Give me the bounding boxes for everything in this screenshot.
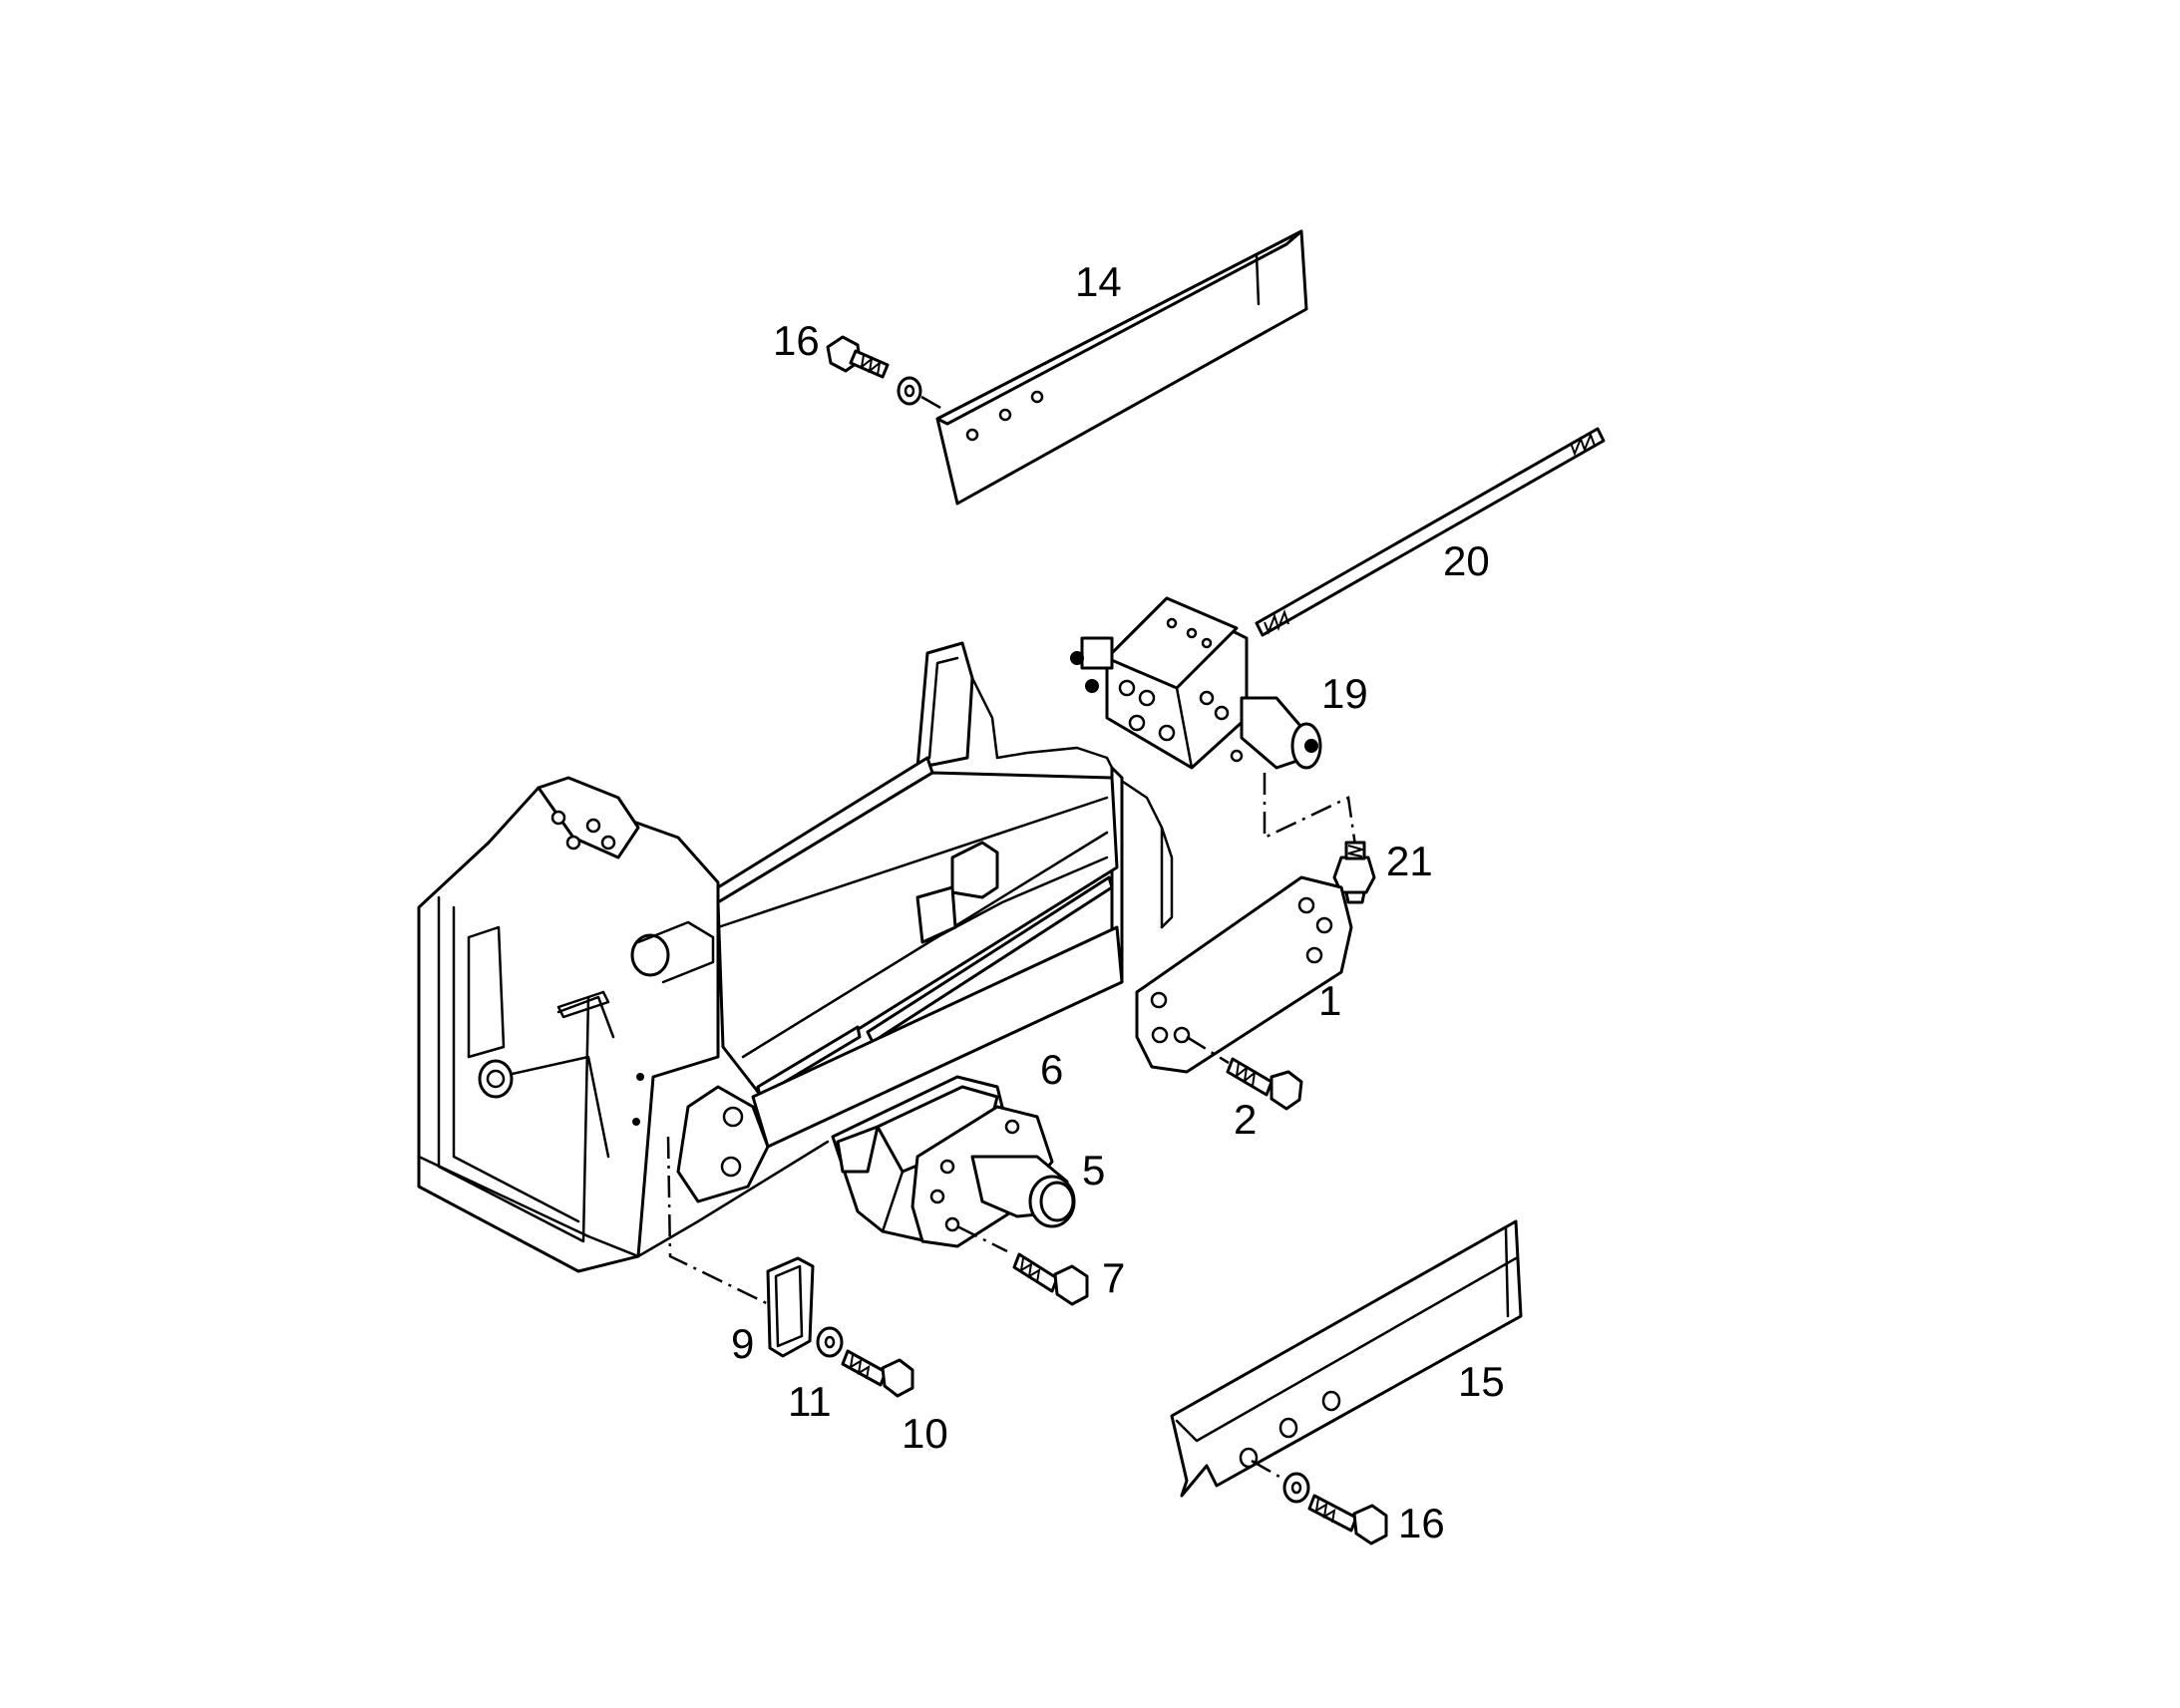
callout-20: 20 — [1443, 537, 1490, 584]
callout-2: 2 — [1234, 1096, 1257, 1143]
callout-7: 7 — [1102, 1254, 1125, 1301]
callout-5: 5 — [1082, 1147, 1105, 1194]
bolt-7 — [956, 1224, 1089, 1306]
wear-pad-9 — [766, 1256, 815, 1358]
flange-pin-5 — [910, 1105, 1076, 1248]
washer-11 — [816, 1326, 844, 1358]
callout-14: 14 — [1075, 258, 1122, 305]
callout-19: 19 — [1321, 670, 1368, 717]
callout-1: 1 — [1318, 977, 1341, 1024]
callout-15: 15 — [1458, 1358, 1505, 1405]
callout-16-lower: 16 — [1398, 1500, 1445, 1546]
callout-9: 9 — [731, 1320, 754, 1367]
mounting-plate-1 — [1135, 875, 1353, 1074]
tie-rod-20 — [1255, 427, 1606, 637]
main-frame — [417, 641, 1174, 1313]
callout-10: 10 — [902, 1410, 948, 1457]
bolt-10 — [841, 1349, 914, 1398]
bolt-16-lower — [1251, 1459, 1388, 1545]
callout-16-upper: 16 — [773, 317, 820, 364]
callout-11: 11 — [788, 1378, 832, 1425]
callout-6: 6 — [1040, 1046, 1063, 1093]
angle-channel-upper — [935, 229, 1308, 506]
control-valve-19 — [1070, 596, 1322, 770]
angle-channel-lower — [1170, 1219, 1523, 1498]
fitting-21 — [1263, 773, 1376, 904]
bolt-2 — [1186, 1035, 1303, 1111]
callout-21: 21 — [1386, 838, 1433, 884]
bolt-16-upper — [826, 335, 943, 411]
